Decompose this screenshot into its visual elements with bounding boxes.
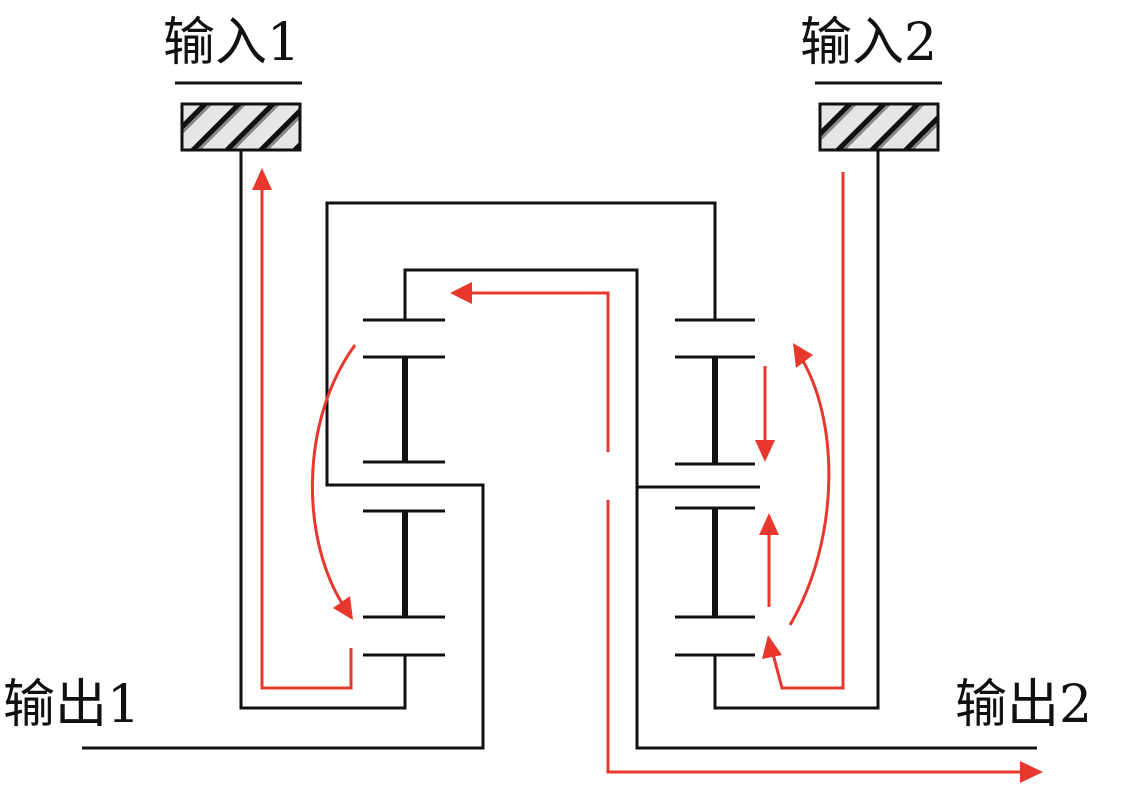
output2-label: 输出2: [955, 675, 1092, 735]
output1-label: 输出1: [3, 675, 140, 735]
flow-arrowhead-right-arc: [793, 343, 813, 368]
flow-arrowhead-right-down: [755, 440, 775, 462]
flow-arrow-left-arc: [311, 344, 357, 609]
input2-block: [818, 102, 940, 152]
flow-arrowhead-output2: [1020, 761, 1043, 783]
flow-arrow-output2: [606, 500, 1025, 774]
input2-shaft: [713, 150, 880, 710]
output2-shaft: [403, 268, 1037, 750]
input1-block: [180, 102, 302, 152]
input2-label: 输入2: [800, 13, 937, 73]
flow-arrowhead-left-arc: [333, 596, 353, 620]
flow-arrowhead-input1: [252, 168, 272, 190]
flow-arrow-right-arc: [788, 355, 831, 626]
flow-arrowhead-center: [450, 282, 472, 304]
power-flow-arrows: [252, 168, 1043, 783]
flow-arrowhead-right-up: [759, 513, 779, 535]
flow-arrowhead-input2: [762, 635, 782, 659]
flow-arrow-input2-down: [770, 172, 845, 690]
input1-label: 输入1: [163, 13, 300, 73]
output1-shaft: [82, 201, 717, 750]
flow-arrow-output1-to-input1: [260, 175, 353, 690]
input1-shaft: [239, 150, 407, 710]
flow-arrow-center-up: [468, 291, 610, 452]
